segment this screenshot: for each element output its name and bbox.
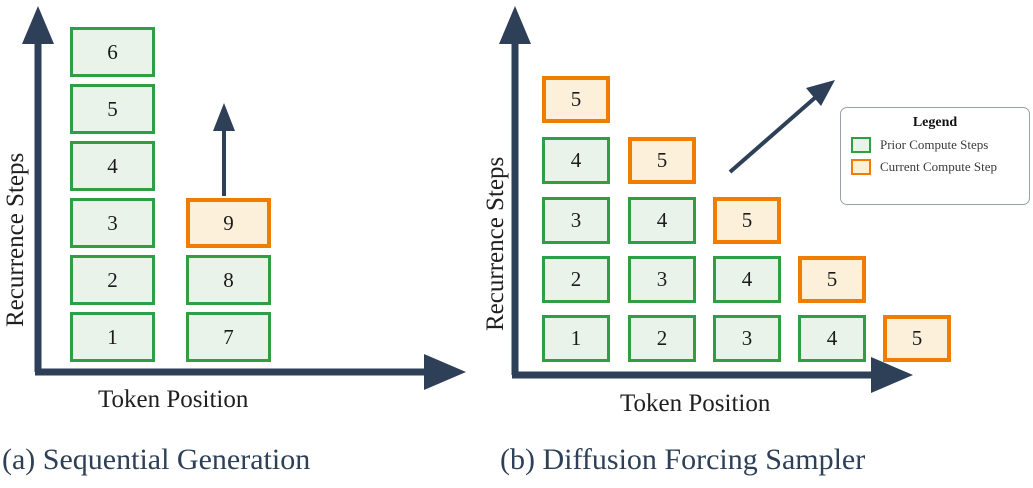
- cell-a-c2-r1[interactable]: 7: [186, 312, 271, 362]
- cell-label: 5: [107, 96, 118, 121]
- cell-label: 4: [826, 326, 838, 350]
- cell-label: 8: [223, 267, 234, 292]
- cell-b-r2-c4[interactable]: 5: [798, 256, 866, 303]
- cell-b-r5-c1[interactable]: 5: [542, 76, 610, 123]
- cell-label: 3: [741, 326, 753, 350]
- cell-b-r3-c1[interactable]: 3: [542, 197, 610, 244]
- panel-a-caption: (a) Sequential Generation: [2, 443, 311, 476]
- legend: Legend Prior Compute Steps Current Compu…: [840, 107, 1030, 205]
- y-axis-arrowhead: [22, 6, 54, 44]
- legend-item-prior[interactable]: Prior Compute Steps: [851, 137, 1019, 153]
- cell-b-r4-c1[interactable]: 4: [542, 137, 610, 184]
- cell-label: 5: [570, 87, 582, 111]
- cell-label: 3: [107, 210, 118, 235]
- cell-b-r1-c4[interactable]: 4: [798, 315, 866, 362]
- cell-label: 4: [107, 153, 118, 178]
- cell-label: 9: [223, 210, 234, 235]
- legend-swatch-prior-icon: [851, 137, 871, 153]
- progress-arrow-head: [806, 80, 835, 106]
- x-axis-label: Token Position: [620, 390, 771, 417]
- y-axis-arrowhead: [499, 6, 531, 44]
- cell-label: 2: [570, 267, 582, 291]
- cell-b-r1-c3[interactable]: 3: [713, 315, 781, 362]
- cell-b-r1-c1[interactable]: 1: [542, 315, 610, 362]
- cell-a-c1-r4[interactable]: 4: [70, 141, 155, 191]
- cell-label: 3: [656, 267, 668, 291]
- x-axis-label: Token Position: [98, 386, 249, 413]
- x-axis-arrowhead: [424, 354, 466, 390]
- cell-a-c1-r6[interactable]: 6: [70, 27, 155, 77]
- cell-b-r1-c2[interactable]: 2: [628, 315, 696, 362]
- cell-a-c1-r5[interactable]: 5: [70, 84, 155, 134]
- cell-label: 5: [656, 148, 668, 172]
- cell-label: 6: [107, 39, 118, 64]
- cell-label: 2: [656, 326, 668, 350]
- cell-label: 3: [570, 208, 582, 232]
- cell-a-c1-r1[interactable]: 1: [70, 312, 155, 362]
- cell-label: 4: [741, 267, 753, 291]
- cell-b-r2-c2[interactable]: 3: [628, 256, 696, 303]
- cell-a-c2-r3[interactable]: 9: [186, 198, 271, 248]
- cell-b-r2-c1[interactable]: 2: [542, 256, 610, 303]
- panel-b-caption: (b) Diffusion Forcing Sampler: [500, 443, 866, 476]
- legend-item-current[interactable]: Current Compute Step: [851, 159, 1019, 175]
- cell-a-c1-r3[interactable]: 3: [70, 198, 155, 248]
- progress-arrow-head: [213, 103, 235, 131]
- cell-label: 5: [741, 208, 753, 232]
- cell-b-r3-c2[interactable]: 4: [628, 197, 696, 244]
- cell-label: 1: [570, 326, 582, 350]
- legend-item-label: Prior Compute Steps: [880, 137, 989, 152]
- cell-label: 1: [107, 324, 118, 349]
- cell-label: 2: [107, 267, 118, 292]
- cell-label: 4: [570, 148, 582, 172]
- legend-title: Legend: [912, 115, 958, 130]
- cell-label: 5: [826, 267, 838, 291]
- legend-swatch-current-icon: [851, 159, 871, 175]
- cell-label: 7: [223, 324, 234, 349]
- cell-b-r2-c3[interactable]: 4: [713, 256, 781, 303]
- legend-item-label: Current Compute Step: [880, 159, 997, 174]
- y-axis-label: Recurrence Steps: [482, 156, 509, 331]
- y-axis-label: Recurrence Steps: [2, 152, 29, 327]
- cell-a-c1-r2[interactable]: 2: [70, 255, 155, 305]
- panel-sequential-generation: 6 5 4 3 2 1 9 8 7 Token Position Recurre…: [0, 0, 500, 488]
- cell-a-c2-r2[interactable]: 8: [186, 255, 271, 305]
- cell-b-r1-c5[interactable]: 5: [883, 315, 951, 362]
- cell-label: 4: [656, 208, 668, 232]
- progress-arrow-line: [728, 94, 819, 174]
- x-axis-arrowhead: [871, 357, 913, 393]
- cell-label: 5: [911, 326, 923, 350]
- cell-b-r4-c2[interactable]: 5: [628, 137, 696, 184]
- panel-diffusion-forcing-sampler: 5 4 5 3 4 5 2 3 4 5 1 2 3 4 5 Token Posi…: [480, 0, 1033, 488]
- cell-b-r3-c3[interactable]: 5: [713, 197, 781, 244]
